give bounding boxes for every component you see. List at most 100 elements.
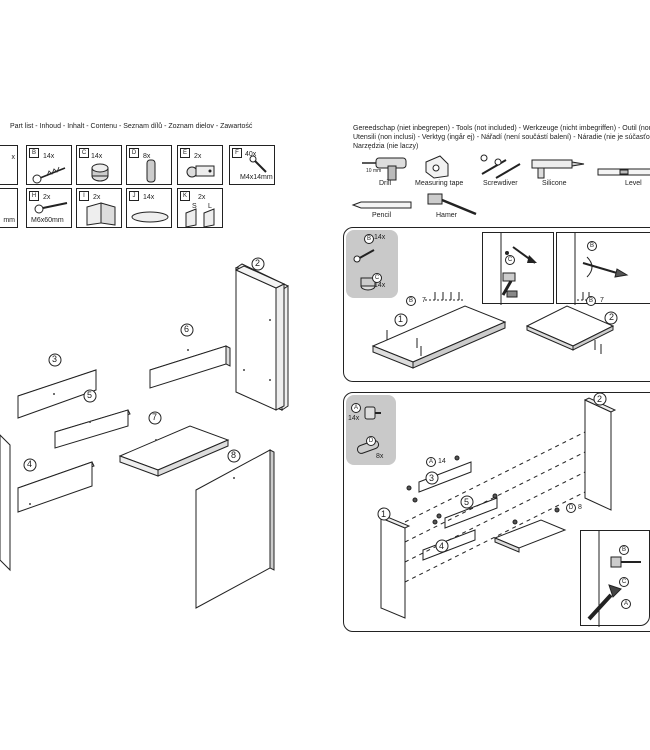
part-j-letter: J	[129, 191, 139, 201]
part-e-box: E 2x	[177, 145, 223, 185]
step1-c-letter: C	[372, 273, 382, 283]
step1-panel-2-number: 2	[609, 312, 615, 322]
part-c-qty: 14x	[91, 153, 103, 160]
step2-panel-3-number: 3	[429, 473, 435, 483]
step1-zoom-cam-lock: C	[482, 232, 554, 305]
measuring-tape-label: Measuring tape	[415, 180, 464, 187]
step2-a-ref-qty: 14	[438, 458, 446, 465]
panel-4-number: 4	[27, 459, 33, 469]
part-h-box: H 2x M6x60mm	[26, 188, 72, 228]
part-a-box: x	[0, 145, 18, 185]
step2-a-ref-letter: A	[426, 457, 436, 467]
step2-d-letter: D	[366, 436, 376, 446]
part-d-qty: 8x	[143, 153, 151, 160]
step1-right-ref-num: 7	[600, 297, 604, 304]
step1-c-qty: 14x	[374, 282, 386, 289]
screwdriver-icon	[480, 154, 521, 179]
step2-zoom-b-label: B	[619, 545, 629, 555]
drill-label: Drill	[379, 180, 392, 187]
part-k-s-label: S	[192, 203, 197, 210]
step1-left-ref-letter: B	[406, 296, 416, 306]
zoom-c-label: C	[505, 255, 515, 265]
level-label: Level	[625, 180, 642, 187]
part-k-letter: K	[180, 191, 190, 201]
step-1-panel	[343, 227, 650, 382]
screw-insert-detail	[574, 233, 629, 305]
step1-b-letter: B	[364, 234, 374, 244]
part-h-size: M6x60mm	[31, 217, 64, 224]
part-k-l-label: L	[208, 203, 212, 210]
measuring-tape-icon	[425, 155, 449, 179]
tools-title-line2: Utensili (non inclusi) - Verktyg (ingår …	[353, 134, 650, 141]
part-f-box: F 40x M4x14mm	[229, 145, 275, 185]
step2-panel-4-number: 4	[439, 541, 445, 551]
step2-zoom-a-label: A	[621, 599, 631, 609]
part-e-qty: 2x	[194, 153, 202, 160]
part-list-title: Part list - Inhoud - Inhalt - Contenu - …	[10, 123, 253, 130]
part-d-box: D 8x	[126, 145, 172, 185]
step2-panel-2-number: 2	[597, 394, 603, 404]
tools-title-line1: Gereedschap (niet inbegrepen) - Tools (n…	[353, 125, 650, 132]
step2-a-letter: A	[351, 403, 361, 413]
wooden-dowel-icon	[146, 159, 156, 183]
small-screw-icon	[249, 155, 267, 173]
dowel-screw-icon	[32, 166, 66, 184]
step2-d-ref-num: 8	[578, 504, 582, 511]
step1-left-ref-num: 7	[422, 297, 426, 304]
part-g-size: mm	[3, 217, 15, 224]
panel-6-number: 6	[184, 324, 190, 334]
cover-cap-icon	[131, 211, 169, 223]
silicone-gun-icon	[531, 159, 585, 179]
step1-panel-1-number: 1	[398, 314, 404, 324]
part-k-box: K 2x S L	[177, 188, 223, 228]
part-b-box: B 14x	[26, 145, 72, 185]
hinge-icon	[186, 165, 215, 178]
step1-b-qty: 14x	[374, 234, 386, 241]
step-2-assembly	[377, 392, 617, 619]
hammer-icon	[427, 193, 477, 216]
part-i-box: I 2x	[76, 188, 122, 228]
panel-2-number: 2	[255, 258, 261, 268]
part-f-qty: 40x	[245, 151, 257, 158]
cam-lock-icon	[91, 163, 109, 182]
cam-lock-detail	[500, 233, 537, 305]
pencil-icon	[351, 201, 412, 209]
corner-bracket-icon	[185, 208, 215, 228]
part-b-letter: B	[29, 148, 39, 158]
pencil-label: Pencil	[372, 212, 392, 219]
part-d-letter: D	[129, 148, 139, 158]
step-1-boards	[371, 292, 618, 369]
hamer-label: Hamer	[436, 212, 458, 219]
step2-panel-5-number: 5	[464, 497, 470, 507]
part-j-qty: 14x	[143, 194, 155, 201]
part-e-letter: E	[180, 148, 190, 158]
step1-zoom-screw: B	[556, 232, 650, 305]
step1-right-ref-letter: B	[586, 296, 596, 306]
zoom-b-label: B	[587, 241, 597, 251]
wall-screw-icon	[34, 202, 68, 214]
part-k-qty: 2x	[198, 194, 206, 201]
bracket-icon	[86, 202, 116, 226]
panel-7-number: 7	[152, 412, 158, 422]
part-a-qty: x	[11, 154, 16, 161]
drill-size-label: 10 mm	[366, 168, 382, 174]
step2-d-qty: 8x	[376, 453, 384, 460]
part-g-box: mm	[0, 188, 18, 228]
part-c-box: C 14x	[76, 145, 122, 185]
part-j-box: J 14x	[126, 188, 172, 228]
part-i-qty: 2x	[93, 194, 101, 201]
part-i-letter: I	[79, 191, 89, 201]
step2-zoom-detail: B C A	[580, 530, 650, 627]
drill-icon	[362, 157, 407, 181]
silicone-label: Silicone	[542, 180, 567, 187]
level-icon	[597, 168, 650, 176]
tools-title-line3: Narzędzia (nie laczy)	[353, 143, 419, 150]
part-f-letter: F	[232, 148, 242, 158]
part-c-letter: C	[79, 148, 89, 158]
part-h-qty: 2x	[43, 194, 51, 201]
part-f-size: M4x14mm	[240, 174, 273, 181]
part-h-letter: H	[29, 191, 39, 201]
step2-panel-1-number: 1	[381, 509, 387, 519]
step2-a-qty: 14x	[348, 415, 360, 422]
screwdriver-label: Screwdiver	[483, 180, 518, 187]
